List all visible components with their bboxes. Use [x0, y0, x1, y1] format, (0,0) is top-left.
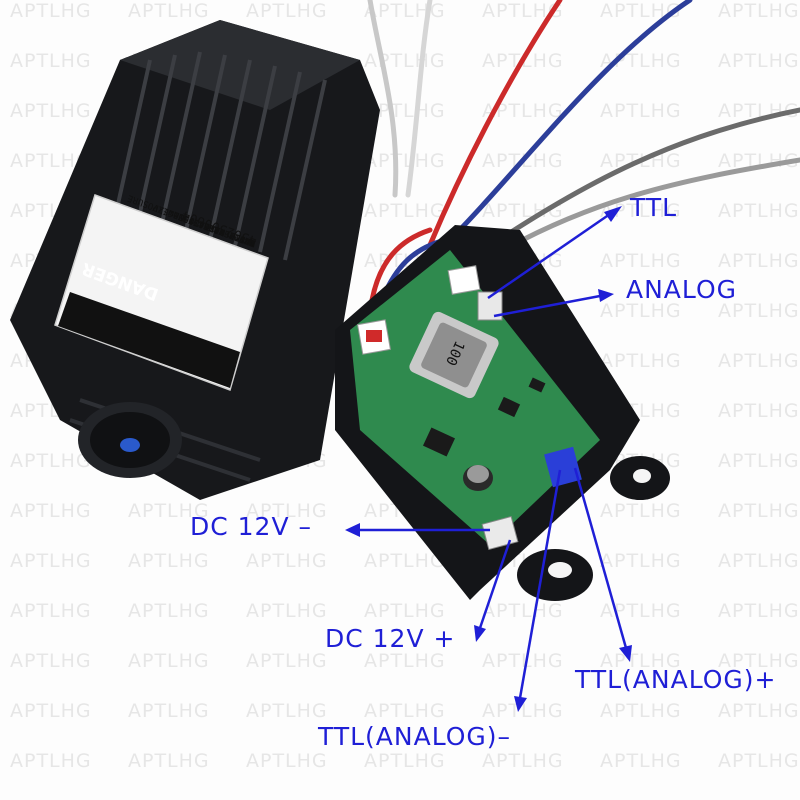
watermark-text: APTLHG [364, 100, 446, 122]
watermark-text: APTLHG [10, 650, 92, 672]
dc-positive-callout: DC 12V + [325, 624, 456, 653]
watermark-text: APTLHG [246, 750, 328, 772]
watermark-text: APTLHG [10, 150, 92, 172]
watermark-text: APTLHG [600, 700, 682, 722]
watermark-text: APTLHG [364, 550, 446, 572]
watermark-text: APTLHG [364, 0, 446, 22]
watermark-text: APTLHG [600, 100, 682, 122]
watermark-text: APTLHG [246, 550, 328, 572]
callout-arrows [345, 206, 632, 712]
watermark-text: APTLHG [246, 650, 328, 672]
watermark-text: APTLHG [364, 700, 446, 722]
warning-label [54, 194, 269, 391]
watermark-text: APTLHG [128, 600, 210, 622]
watermark-text: APTLHG [482, 650, 564, 672]
watermark-text: APTLHG [10, 500, 92, 522]
watermark-text: APTLHG [482, 0, 564, 22]
ttl-analog-negative-callout: TTL(ANALOG)– [318, 722, 512, 751]
watermark-text: APTLHG [10, 450, 92, 472]
watermark-text: APTLHG [600, 0, 682, 22]
watermark-text: APTLHG [128, 550, 210, 572]
watermark-text: APTLHG [600, 200, 682, 222]
watermark-text: APTLHG [128, 0, 210, 22]
watermark-text: APTLHG [718, 0, 800, 22]
watermark-text: APTLHG [718, 650, 800, 672]
watermark-text: APTLHG [128, 650, 210, 672]
watermark-text: APTLHG [128, 500, 210, 522]
driver-case [335, 225, 670, 601]
watermark-text: APTLHG [718, 150, 800, 172]
watermark-text: APTLHG [600, 550, 682, 572]
watermark-text: APTLHG [246, 600, 328, 622]
watermark-text: APTLHG [718, 450, 800, 472]
watermark-text: APTLHG [718, 50, 800, 72]
watermark-text: APTLHG [128, 700, 210, 722]
watermark-text: APTLHG [128, 750, 210, 772]
dc-negative-callout: DC 12V – [190, 512, 313, 541]
watermark-text: APTLHG [600, 650, 682, 672]
watermark-text: APTLHG [10, 100, 92, 122]
watermark-text: APTLHG [600, 500, 682, 522]
watermark-text: APTLHG [364, 150, 446, 172]
watermark-text: APTLHG [718, 200, 800, 222]
watermark-text: APTLHG [482, 700, 564, 722]
watermark-text: APTLHG [600, 300, 682, 322]
watermark-text: APTLHG [10, 0, 92, 22]
watermark-text: APTLHG [364, 600, 446, 622]
watermark-text: APTLHG [600, 600, 682, 622]
watermark-text: APTLHG [718, 250, 800, 272]
watermark-text: APTLHG [482, 200, 564, 222]
watermark-text: APTLHG [718, 500, 800, 522]
watermark-text: APTLHG [246, 0, 328, 22]
watermark-text: APTLHG [364, 650, 446, 672]
watermark-text: APTLHG [718, 300, 800, 322]
watermark-text: APTLHG [482, 100, 564, 122]
watermark-text: APTLHG [718, 700, 800, 722]
watermark-text: APTLHG [364, 200, 446, 222]
watermark-text: APTLHG [10, 750, 92, 772]
ttl-analog-positive-callout: TTL(ANALOG)+ [575, 665, 777, 694]
watermark-text: APTLHG [482, 600, 564, 622]
watermark-text: APTLHG [10, 700, 92, 722]
watermark-text: APTLHG [246, 700, 328, 722]
watermark-text: APTLHG [600, 250, 682, 272]
watermark-text: APTLHG [10, 50, 92, 72]
watermark-text: APTLHG [600, 750, 682, 772]
watermark-text: APTLHG [482, 750, 564, 772]
watermark-text: APTLHG [10, 600, 92, 622]
watermark-text: APTLHG [10, 550, 92, 572]
watermark-text: APTLHG [718, 550, 800, 572]
analog-callout: ANALOG [626, 275, 737, 304]
watermark-text: APTLHG [364, 750, 446, 772]
watermark-text: APTLHG [246, 500, 328, 522]
watermark-text: APTLHG [718, 400, 800, 422]
watermark-text: APTLHG [718, 600, 800, 622]
ttl-callout: TTL [630, 193, 678, 222]
watermark-text: APTLHG [718, 350, 800, 372]
watermark-text: APTLHG [718, 750, 800, 772]
watermark-text: APTLHG [600, 350, 682, 372]
